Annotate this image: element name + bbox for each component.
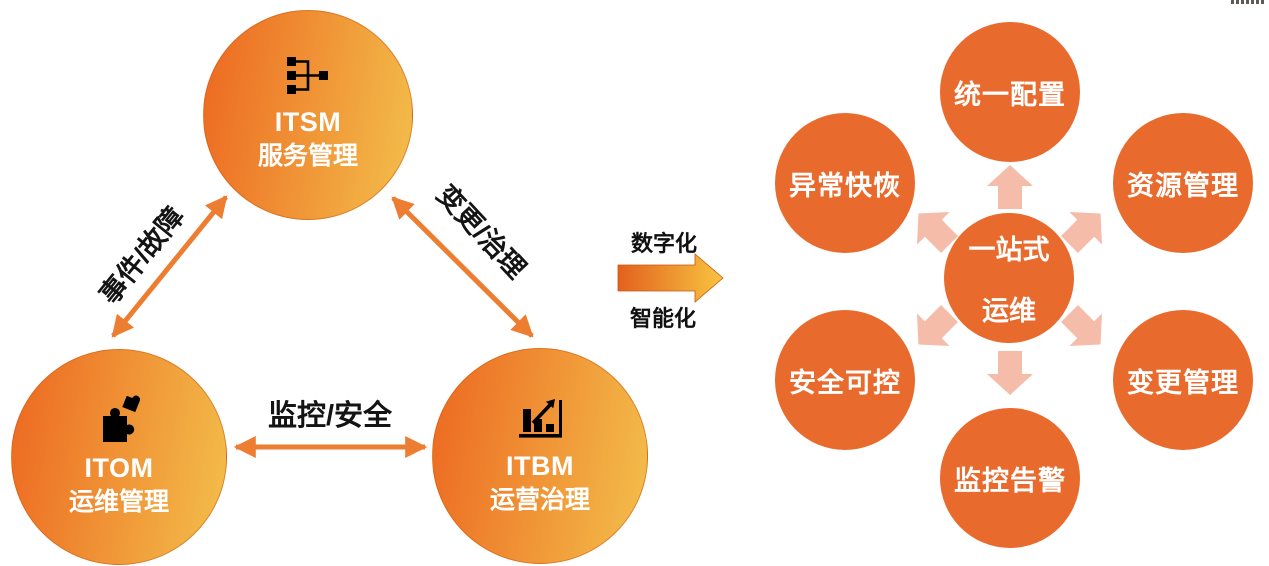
satellite-label: 变更管理 (1127, 367, 1239, 398)
right-block-arrow-icon (617, 253, 724, 303)
node-rapid-recovery: 异常快恢 (775, 113, 915, 253)
satellite-label: 异常快恢 (789, 170, 901, 201)
node-acronym: ITSM (274, 107, 342, 138)
node-label: 运维管理 (68, 488, 169, 516)
block-arrow-up-icon (987, 165, 1033, 209)
node-one-stop-ops: 一站式 运维 (944, 213, 1074, 343)
growth-chart-icon (516, 394, 564, 440)
puzzle-icon (95, 394, 143, 443)
block-arrow-up-right-icon (1053, 197, 1117, 261)
sitemap-icon (285, 56, 331, 96)
block-arrow-down-icon (987, 351, 1033, 395)
center-label-line2: 运维 (982, 296, 1036, 326)
edge-label-monitor-security: 监控/安全 (267, 400, 393, 432)
node-itbm: ITBM 运营治理 (432, 348, 648, 564)
node-acronym: ITOM (84, 453, 154, 484)
transition-label-intelligence: 智能化 (629, 306, 697, 331)
node-change-management: 变更管理 (1113, 310, 1253, 450)
node-itom: ITOM 运维管理 (11, 349, 227, 565)
node-unified-config: 统一配置 (940, 22, 1080, 162)
block-arrow-up-left-icon (902, 197, 966, 261)
screen-edge-artifact (1231, 0, 1264, 4)
block-arrow-down-left-icon (902, 297, 966, 361)
center-label-line1: 一站式 (968, 235, 1050, 265)
node-label: 运营治理 (489, 486, 590, 514)
satellite-label: 监控告警 (954, 465, 1066, 496)
node-label: 服务管理 (257, 142, 358, 170)
node-monitor-alert: 监控告警 (940, 408, 1080, 548)
double-arrow-itsm-itbm (391, 196, 534, 338)
satellite-label: 资源管理 (1127, 170, 1239, 201)
node-security-control: 安全可控 (775, 310, 915, 450)
transition-label-digitalization: 数字化 (630, 231, 698, 256)
satellite-label: 统一配置 (954, 79, 1066, 110)
double-arrow-itom-itsm (111, 195, 228, 338)
node-resource-management: 资源管理 (1113, 113, 1253, 253)
node-acronym: ITBM (506, 451, 574, 482)
satellite-label: 安全可控 (789, 367, 901, 398)
node-itsm: ITSM 服务管理 (203, 10, 413, 220)
block-arrow-down-right-icon (1053, 297, 1117, 361)
